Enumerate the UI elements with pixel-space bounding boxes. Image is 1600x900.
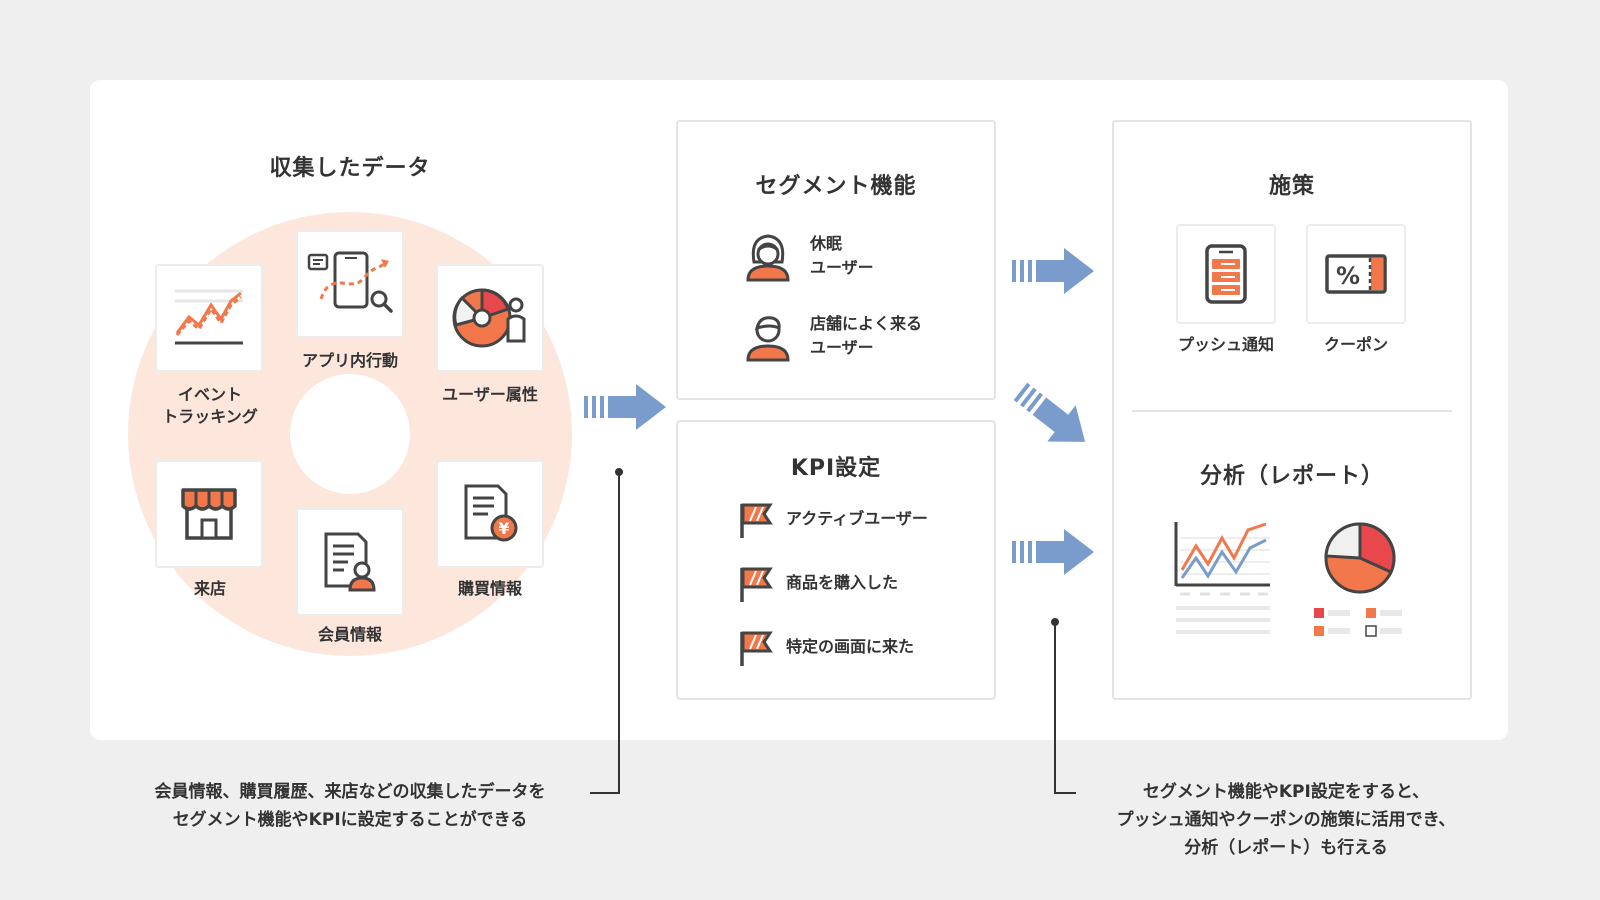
segment-title: セグメント機能 [755, 174, 917, 199]
flag-icon [740, 631, 773, 666]
event-tracking-tile [155, 264, 263, 372]
push-notification-tile [1176, 224, 1276, 324]
store-visit-tile [155, 460, 263, 568]
analysis-title: 分析（レポート） [1199, 464, 1384, 489]
svg-text:%: % [1336, 262, 1360, 290]
left-connector-vertical [618, 472, 620, 794]
flag-icon [740, 503, 773, 538]
coupon-label: クーポン [1323, 335, 1388, 354]
left-caption: 会員情報、購買履歴、来店などの収集したデータを セグメント機能やKPIに設定する… [154, 782, 546, 830]
kpi-item-active-users-label: アクティブユーザー [786, 509, 928, 528]
measures-title: 施策 [1268, 174, 1315, 199]
right-connector-vertical [1054, 622, 1056, 794]
right-caption: セグメント機能やKPI設定をすると、 プッシュ通知やクーポンの施策に活用でき、 … [1116, 782, 1456, 858]
woman-user-icon [746, 234, 790, 282]
measures-analysis-divider [1132, 410, 1452, 412]
kpi-item-purchased-label: 商品を購入した [786, 573, 899, 592]
kpi-item-specific-screen-label: 特定の画面に来た [786, 637, 915, 656]
left-connector-horizontal [590, 792, 620, 794]
segment-item-dormant-label: 休眠 ユーザー [810, 234, 874, 277]
man-user-icon [746, 316, 790, 362]
member-info-label: 会員情報 [317, 625, 382, 644]
arrow-right-to-analysis [1012, 529, 1094, 575]
push-notification-label: プッシュ通知 [1177, 335, 1274, 354]
segment-item-frequent-label: 店舗によく来る ユーザー [810, 314, 923, 357]
user-attributes-tile [436, 264, 544, 372]
push-notification-icon [1205, 244, 1247, 304]
in-app-behavior-tile [296, 230, 404, 338]
user-attributes-label: ユーザー属性 [442, 385, 538, 404]
report-pie-chart-icon [1314, 522, 1402, 637]
kpi-title: KPI設定 [790, 456, 882, 481]
pie-user-icon [452, 288, 526, 348]
line-chart-icon [175, 289, 243, 345]
coupon-tile: % [1306, 224, 1406, 324]
arrow-right-to-segment [584, 384, 666, 430]
report-line-chart-icon [1174, 522, 1270, 634]
receipt-yen-icon: ¥ [464, 484, 518, 542]
purchase-info-label: 購買情報 [457, 579, 522, 598]
arrow-right-to-measures [1012, 248, 1094, 294]
store-visit-label: 来店 [193, 579, 226, 598]
coupon-icon: % [1325, 254, 1387, 294]
in-app-behavior-label: アプリ内行動 [301, 351, 398, 370]
right-connector-horizontal [1054, 792, 1076, 794]
event-tracking-label: イベント トラッキング [162, 385, 258, 426]
store-icon [181, 488, 237, 540]
member-info-tile [296, 508, 404, 616]
flag-icon [740, 567, 773, 602]
segment-box [676, 120, 996, 400]
member-document-icon [324, 532, 376, 592]
collected-data-title: 収集したデータ [269, 156, 431, 181]
purchase-info-tile: ¥ [436, 460, 544, 568]
arrow-diagonal-to-analysis [1013, 382, 1086, 442]
kpi-box [676, 420, 996, 700]
svg-text:¥: ¥ [498, 519, 509, 538]
smartphone-search-icon [307, 251, 393, 313]
